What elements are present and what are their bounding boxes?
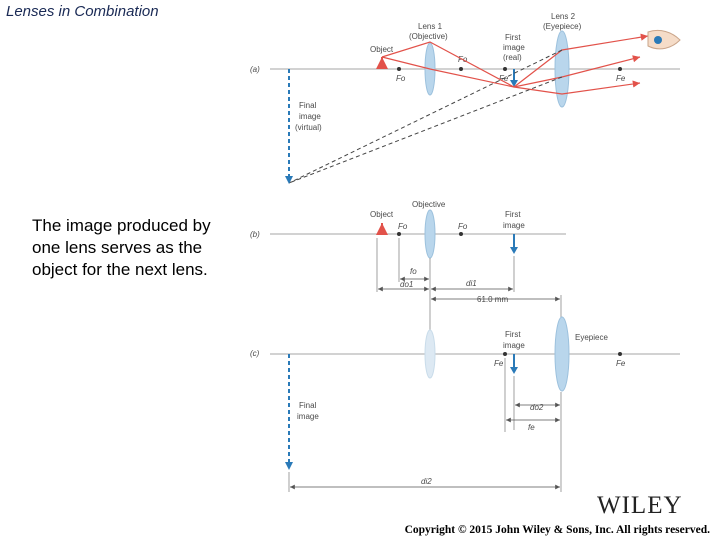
fe-right-label-a: Fe xyxy=(616,74,626,83)
panel-label-c: (c) xyxy=(250,349,260,358)
dim-do1-label-b: do1 xyxy=(400,280,413,289)
dim-fo-label-b: fo xyxy=(410,267,417,276)
focal-point-fe-right-c xyxy=(618,352,622,356)
eyepiece-label-c: Eyepiece xyxy=(575,333,608,342)
focal-point-fe-right-a xyxy=(618,67,622,71)
virtual-ray-1-a xyxy=(288,76,563,184)
fe-label-c: Fe xyxy=(494,359,504,368)
dim-di2-label-c: di2 xyxy=(421,477,432,486)
first-image-label2-c: image xyxy=(503,341,525,350)
first-image-arrowhead-c xyxy=(510,367,518,374)
final-image-label-a: Final xyxy=(299,101,317,110)
eyepiece-lens-c xyxy=(554,316,570,392)
panel-label-b: (b) xyxy=(250,230,260,239)
virtual-ray-2-a xyxy=(288,49,563,184)
copyright-text: Copyright © 2015 John Wiley & Sons, Inc.… xyxy=(404,524,710,536)
focal-point-fe-left-c xyxy=(503,352,507,356)
slide-title: Lenses in Combination xyxy=(6,3,159,20)
final-image-arrowhead-c xyxy=(285,462,293,470)
dim-separation-label-b: 61.0 mm xyxy=(477,295,508,304)
final-image-label2-c: image xyxy=(297,412,319,421)
focal-point-fo-right-a xyxy=(459,67,463,71)
first-image-label-c: First xyxy=(505,330,521,339)
lens-2-a xyxy=(554,30,570,108)
dim-do2-label-c: do2 xyxy=(530,403,544,412)
object-label-a: Object xyxy=(370,45,394,54)
objective-lens-b xyxy=(424,209,436,259)
lens1-sublabel-a: (Objective) xyxy=(409,32,448,41)
lens2-label-a: Lens 2 xyxy=(551,12,576,21)
first-image-label-a: First xyxy=(505,33,521,42)
lens2-sublabel-a: (Eyepiece) xyxy=(543,22,582,31)
final-image-arrowhead-a xyxy=(285,176,293,184)
lens1-label-a: Lens 1 xyxy=(418,22,443,31)
fo-right-label-b: Fo xyxy=(458,222,468,231)
objective-label-b: Objective xyxy=(412,200,446,209)
focal-point-fo-left-a xyxy=(397,67,401,71)
first-image-label2-b: image xyxy=(503,221,525,230)
final-image-label2-a: image xyxy=(299,112,321,121)
first-image-arrowhead-b xyxy=(510,247,518,254)
ray-3-a xyxy=(513,33,649,88)
first-image-label3-a: (real) xyxy=(503,53,522,62)
fo-label-b: Fo xyxy=(398,222,408,231)
focal-point-fe-left-a xyxy=(503,67,507,71)
first-image-label2-a: image xyxy=(503,43,525,52)
focal-point-fo-left-b xyxy=(397,232,401,236)
focal-point-fo-right-b xyxy=(459,232,463,236)
dim-fe-label-c: fe xyxy=(528,423,535,432)
fe-right-label-c: Fe xyxy=(616,359,626,368)
first-image-arrowhead-a xyxy=(510,80,518,87)
wiley-logo: WILEY xyxy=(597,492,683,519)
first-image-label-b: First xyxy=(505,210,521,219)
object-label-b: Object xyxy=(370,210,394,219)
final-image-label3-a: (virtual) xyxy=(295,123,322,132)
eye-icon xyxy=(647,29,681,50)
objective-lens-faded-c xyxy=(424,329,436,379)
dim-di1-label-b: di1 xyxy=(466,279,477,288)
final-image-label-c: Final xyxy=(299,401,317,410)
fo-label-a: Fo xyxy=(396,74,406,83)
panel-label-a: (a) xyxy=(250,65,260,74)
body-text: The image produced by one lens serves as… xyxy=(32,216,211,279)
